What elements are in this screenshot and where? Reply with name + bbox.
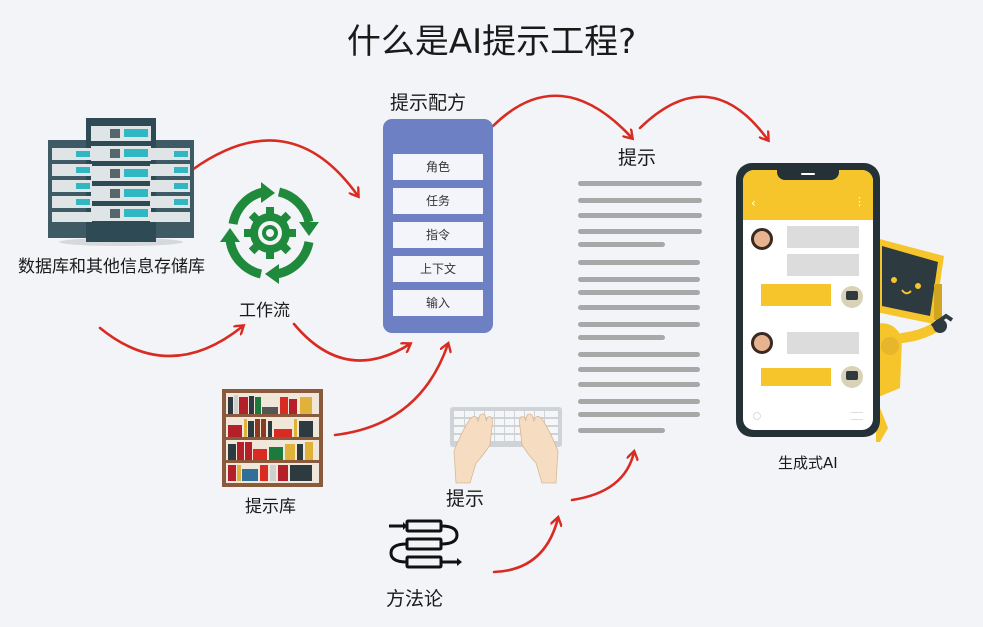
keyboard-hands-icon: [450, 407, 562, 484]
page-title: 什么是AI提示工程?: [346, 22, 637, 62]
arrow-keyboard-to-prompt: [570, 452, 634, 502]
process-flow-icon: [389, 519, 462, 569]
workflow-label: 工作流: [239, 301, 290, 321]
recipe-item-context: 上下文: [393, 256, 483, 282]
recipe-item-task: 任务: [393, 188, 483, 214]
phone-screen: ‹ ⋮: [743, 170, 873, 430]
menu-icon: [851, 412, 863, 420]
prompt-library-label: 提示库: [245, 497, 296, 517]
recipe-item-role: 角色: [393, 154, 483, 180]
chat-bubble-user: [787, 254, 859, 276]
server-rack-icon: [48, 118, 194, 246]
arrow-recipe-to-prompt: [491, 94, 632, 138]
phone-header: ‹ ⋮: [743, 170, 873, 220]
recipe-item-instruction: 指令: [393, 222, 483, 248]
chat-bubble-bot: [761, 284, 831, 306]
prompt-recipe-title: 提示配方: [390, 92, 467, 114]
user-avatar: [751, 228, 773, 250]
prompt-title: 提示: [618, 147, 657, 169]
methodology-label: 方法论: [386, 588, 444, 610]
prompt-input-label: 提示: [446, 488, 485, 510]
chat-bubble-user: [787, 226, 859, 248]
generative-ai-label: 生成式AI: [778, 454, 838, 472]
chat-bubble-user: [787, 332, 859, 354]
robot-icon: [876, 238, 954, 442]
arrow-library-to-recipe: [333, 344, 448, 437]
arrow-method-to-keyboard: [492, 518, 558, 574]
phone-chatbot-icon: ‹ ⋮: [736, 163, 880, 437]
more-icon: ⋮: [854, 195, 865, 208]
arrow-datastore-to-workflow: [98, 326, 243, 358]
arrow-prompt-to-ai: [638, 95, 768, 140]
user-avatar: [751, 332, 773, 354]
gear-cycle-icon: [220, 182, 319, 284]
home-icon: [753, 412, 761, 420]
prompt-recipe-card: 角色 任务 指令 上下文 输入: [383, 119, 493, 333]
recipe-item-input: 输入: [393, 290, 483, 316]
back-arrow-icon: ‹: [751, 196, 756, 210]
bot-avatar: [841, 286, 863, 308]
bookshelf-icon: [222, 389, 323, 487]
chat-bubble-bot: [761, 368, 831, 386]
bot-avatar: [841, 366, 863, 388]
data-store-label: 数据库和其他信息存储库: [18, 257, 205, 277]
